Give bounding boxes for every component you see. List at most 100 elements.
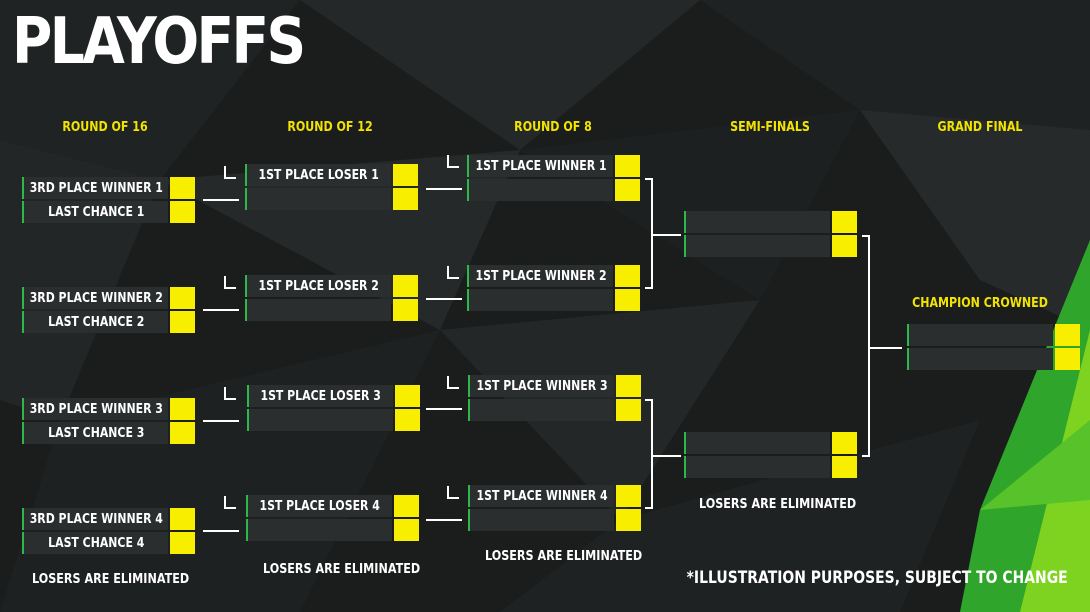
team-slot[interactable]: 1ST PLACE LOSER 2	[245, 275, 391, 297]
team-slot[interactable]	[467, 289, 613, 311]
connector-line	[203, 420, 239, 422]
connector-line	[224, 398, 236, 400]
score-box	[395, 409, 420, 431]
team-slot[interactable]: LAST CHANCE 2	[22, 311, 168, 333]
match-r8-3: 1ST PLACE WINNER 3	[468, 375, 642, 421]
connector-line	[447, 277, 459, 279]
round-label-r12: ROUND OF 12	[287, 120, 373, 135]
score-box	[615, 265, 640, 287]
team-slot[interactable]	[468, 399, 614, 421]
team-slot[interactable]	[245, 299, 391, 321]
connector-line	[651, 399, 653, 509]
connector-line	[645, 399, 653, 401]
team-slot[interactable]	[907, 348, 1053, 370]
team-slot[interactable]	[907, 324, 1053, 346]
connector-line	[645, 287, 653, 289]
connector-line	[651, 234, 681, 236]
team-slot[interactable]	[245, 188, 391, 210]
score-box	[394, 495, 419, 517]
team-slot[interactable]: 3RD PLACE WINNER 1	[22, 177, 168, 199]
match-r8-4: 1ST PLACE WINNER 4	[468, 485, 642, 531]
team-slot[interactable]	[684, 235, 830, 257]
match-r8-2: 1ST PLACE WINNER 2	[467, 265, 641, 311]
team-slot[interactable]: 1ST PLACE WINNER 4	[468, 485, 614, 507]
elimination-note-semi: LOSERS ARE ELIMINATED	[699, 497, 857, 512]
match-r12-1: 1ST PLACE LOSER 1	[245, 164, 419, 210]
connector-line	[447, 155, 449, 167]
match-r16-4: 3RD PLACE WINNER 4 LAST CHANCE 4	[22, 508, 196, 554]
match-grand-final	[907, 324, 1082, 370]
connector-line	[224, 507, 236, 509]
match-r8-1: 1ST PLACE WINNER 1	[467, 155, 641, 201]
elimination-note-r8: LOSERS ARE ELIMINATED	[485, 549, 643, 564]
connector-line	[447, 486, 449, 498]
score-box	[615, 155, 640, 177]
round-label-semi: SEMI-FINALS	[730, 120, 810, 135]
connector-line	[645, 178, 653, 180]
team-slot[interactable]: 1ST PLACE LOSER 4	[246, 495, 392, 517]
team-slot[interactable]: 1ST PLACE LOSER 1	[245, 164, 391, 186]
team-slot[interactable]: 1ST PLACE WINNER 1	[467, 155, 613, 177]
match-r16-1: 3RD PLACE WINNER 1 LAST CHANCE 1	[22, 177, 196, 223]
score-box	[393, 299, 418, 321]
match-semi-2	[684, 432, 858, 478]
connector-line	[426, 188, 462, 190]
team-slot[interactable]: 1ST PLACE LOSER 3	[247, 385, 393, 407]
match-r12-2: 1ST PLACE LOSER 2	[245, 275, 419, 321]
score-box	[615, 179, 640, 201]
score-box	[393, 275, 418, 297]
score-box	[170, 177, 195, 199]
score-box	[170, 311, 195, 333]
team-slot[interactable]	[684, 211, 830, 233]
score-box	[616, 509, 641, 531]
score-box	[1055, 348, 1080, 370]
team-slot[interactable]: 3RD PLACE WINNER 4	[22, 508, 168, 530]
connector-line	[426, 519, 462, 521]
team-slot[interactable]	[467, 179, 613, 201]
champion-label: CHAMPION CROWNED	[912, 296, 1048, 311]
connector-line	[868, 235, 870, 457]
connector-line	[426, 298, 462, 300]
team-slot[interactable]	[684, 432, 830, 454]
connector-line	[224, 276, 226, 288]
score-box	[170, 532, 195, 554]
match-r12-4: 1ST PLACE LOSER 4	[246, 495, 420, 541]
round-label-final: GRAND FINAL	[937, 120, 1023, 135]
round-label-r8: ROUND OF 8	[514, 120, 592, 135]
team-slot[interactable]	[684, 456, 830, 478]
team-slot[interactable]	[246, 519, 392, 541]
score-box	[615, 289, 640, 311]
connector-line	[224, 177, 236, 179]
connector-line	[203, 309, 239, 311]
score-box	[170, 201, 195, 223]
connector-line	[862, 455, 870, 457]
score-box	[1055, 324, 1080, 346]
team-slot[interactable]: 1ST PLACE WINNER 2	[467, 265, 613, 287]
connector-line	[224, 387, 226, 399]
connector-line	[447, 266, 449, 278]
elimination-note-r12: LOSERS ARE ELIMINATED	[263, 562, 421, 577]
connector-line	[224, 496, 226, 508]
team-slot[interactable]: LAST CHANCE 3	[22, 422, 168, 444]
connector-line	[862, 235, 870, 237]
team-slot[interactable]: 3RD PLACE WINNER 2	[22, 287, 168, 309]
score-box	[832, 456, 857, 478]
score-box	[170, 398, 195, 420]
score-box	[394, 519, 419, 541]
round-label-r16: ROUND OF 16	[62, 120, 148, 135]
team-slot[interactable]	[247, 409, 393, 431]
team-slot[interactable]: 3RD PLACE WINNER 3	[22, 398, 168, 420]
connector-line	[426, 408, 462, 410]
score-box	[395, 385, 420, 407]
team-slot[interactable]: LAST CHANCE 4	[22, 532, 168, 554]
match-semi-1	[684, 211, 858, 257]
team-slot[interactable]: 1ST PLACE WINNER 3	[468, 375, 614, 397]
score-box	[832, 432, 857, 454]
score-box	[393, 164, 418, 186]
team-slot[interactable]: LAST CHANCE 1	[22, 201, 168, 223]
connector-line	[447, 497, 459, 499]
connector-line	[447, 166, 459, 168]
team-slot[interactable]	[468, 509, 614, 531]
connector-line	[651, 178, 653, 289]
